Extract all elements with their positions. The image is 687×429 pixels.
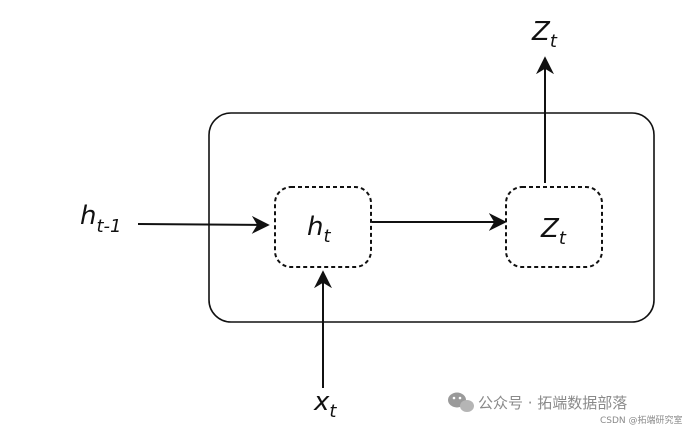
label-z-out: Zt: [531, 17, 558, 52]
watermark-sub: CSDN @拓端研究室: [600, 414, 683, 426]
watermark-main: 公众号 · 拓端数据部落: [478, 394, 627, 412]
label-x-t: xt: [313, 387, 337, 422]
hidden-state-node: [274, 186, 372, 268]
wechat-icon: [448, 392, 474, 412]
cell-box: [208, 112, 655, 323]
label-h-prev: ht-1: [80, 201, 122, 237]
label-z-inner: Zt: [540, 214, 567, 249]
label-h-t: ht: [307, 212, 331, 247]
arrow-h-prev-to-ht: [137, 215, 270, 234]
